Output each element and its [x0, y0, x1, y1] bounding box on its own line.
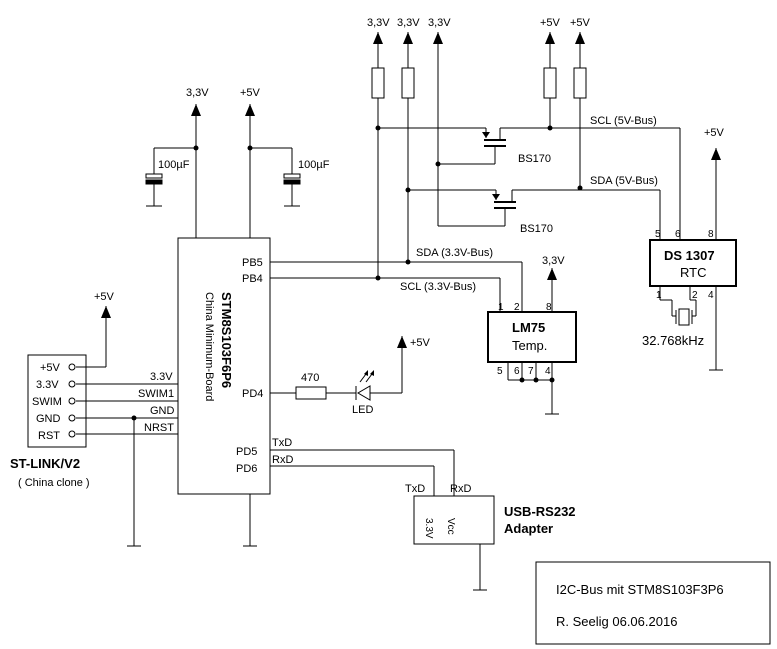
pullup-group — [371, 32, 587, 278]
serial-link — [270, 449, 495, 591]
pullup-resistor-3 — [543, 67, 557, 99]
supply-label-33-2: 3,3V — [397, 17, 420, 29]
mosfet-2-label: BS170 — [520, 223, 553, 235]
led-label: LED — [352, 404, 373, 416]
stlink-note: ( China clone ) — [18, 477, 90, 489]
mcu-left-pin-gnd: GND — [150, 405, 175, 417]
rtc-pin-1: 1 — [656, 290, 662, 301]
stlink-connector — [27, 306, 178, 547]
title-block — [535, 561, 771, 645]
lm75-pin-8: 8 — [546, 302, 552, 313]
rxd-mcu-label: RxD — [272, 454, 293, 466]
lm75-pin-7: 7 — [528, 366, 534, 377]
cap-2-label: 100µF — [298, 159, 330, 171]
led-supply-label: +5V — [410, 337, 431, 349]
lm75-pin-2: 2 — [514, 302, 520, 313]
txd-mcu-label: TxD — [272, 437, 292, 449]
stlink-pin-rst: RST — [38, 430, 60, 442]
lm75-name: LM75 — [512, 320, 545, 335]
sda-33-label: SDA (3.3V-Bus) — [416, 247, 493, 259]
rtc-pin-8: 8 — [708, 229, 714, 240]
mcu-supply-33-label: 3,3V — [186, 87, 209, 99]
adapter-pin-33: 3.3V — [423, 518, 434, 539]
stlink-pin-5v: +5V — [40, 362, 61, 374]
rtc-name: DS 1307 — [664, 248, 715, 263]
mcu-supply-5v-label: +5V — [240, 87, 261, 99]
pullup-resistor-1 — [371, 67, 385, 99]
mcu-left-pin-swim: SWIM1 — [138, 388, 174, 400]
rtc-sub: RTC — [680, 265, 706, 280]
stlink-name: ST-LINK/V2 — [10, 456, 80, 471]
supply-label-5v-1: +5V — [540, 17, 561, 29]
i2c-33-bus — [270, 261, 523, 312]
adapter-sub: Adapter — [504, 521, 553, 536]
mosfet-1-label: BS170 — [518, 153, 551, 165]
usb-rs232-box — [413, 495, 495, 545]
rtc-pin-4: 4 — [708, 290, 714, 301]
title-line-1: I2C-Bus mit STM8S103F3P6 — [556, 582, 724, 597]
scl-5v-label: SCL (5V-Bus) — [590, 115, 657, 127]
led-branch — [270, 336, 407, 401]
mcu-left-pin-33: 3.3V — [150, 371, 173, 383]
mosfet-2 — [408, 189, 661, 240]
mcu-pin-pd5: PD5 — [236, 446, 257, 458]
pullup-resistor-2 — [401, 67, 415, 99]
lm75-pin-4: 4 — [545, 366, 551, 377]
scl-33-label: SCL (3.3V-Bus) — [400, 281, 476, 293]
supply-label-33-1: 3,3V — [367, 17, 390, 29]
lm75-supply-label: 3,3V — [542, 255, 565, 267]
rtc-supply-label: +5V — [704, 127, 725, 139]
mcu-name: STM8S103F6P6 — [219, 292, 234, 388]
cap-1-label: 100µF — [158, 159, 190, 171]
led-resistor — [295, 386, 327, 400]
rtc-pin-6: 6 — [675, 229, 681, 240]
mosfet-1 — [378, 127, 681, 240]
adapter-name: USB-RS232 — [504, 504, 576, 519]
stlink-supply-label: +5V — [94, 291, 115, 303]
led-resistor-label: 470 — [301, 372, 319, 384]
rtc-pin-2: 2 — [692, 290, 698, 301]
title-line-2: R. Seelig 06.06.2016 — [556, 614, 677, 629]
rtc-pin-5: 5 — [655, 229, 661, 240]
lm75-sub: Temp. — [512, 338, 547, 353]
lm75-pin-6: 6 — [514, 366, 520, 377]
mcu-pin-pd4: PD4 — [242, 388, 263, 400]
crystal-label: 32.768kHz — [642, 333, 704, 348]
mcu-pin-pb5: PB5 — [242, 257, 263, 269]
lm75-chip — [487, 268, 577, 415]
mcu-left-pin-nrst: NRST — [144, 422, 174, 434]
lm75-pin-5: 5 — [497, 366, 503, 377]
sda-5v-label: SDA (5V-Bus) — [590, 175, 658, 187]
mcu-board — [145, 104, 301, 547]
mcu-pin-pb4: PB4 — [242, 273, 263, 285]
mcu-subtitle: China Minimum-Board — [203, 292, 215, 401]
rtc-chip — [649, 148, 737, 371]
stlink-pin-33: 3.3V — [36, 379, 59, 391]
stlink-pin-gnd: GND — [36, 413, 61, 425]
txd-adapter-label: TxD — [405, 483, 425, 495]
lm75-pin-1: 1 — [498, 302, 504, 313]
mcu-pin-pd6: PD6 — [236, 463, 257, 475]
supply-label-5v-2: +5V — [570, 17, 591, 29]
adapter-pin-vcc: Vcc — [445, 518, 456, 535]
supply-label-33-3: 3,3V — [428, 17, 451, 29]
pullup-resistor-4 — [573, 67, 587, 99]
rxd-adapter-label: RxD — [450, 483, 471, 495]
stlink-pin-swim: SWIM — [32, 396, 62, 408]
